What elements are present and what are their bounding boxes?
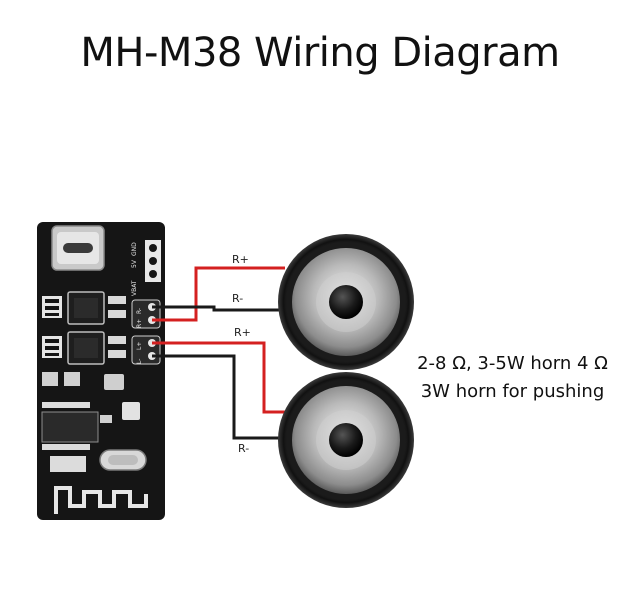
wire-label-bottom-negative: R- <box>238 442 249 455</box>
speaker-spec-line-2: 3W horn for pushing <box>420 381 605 402</box>
speaker-spec-line-1: 2-8 Ω, 3-5W horn 4 Ω <box>417 353 608 374</box>
pin-label-r-plus: R+ <box>136 319 143 328</box>
wires <box>152 266 290 440</box>
speaker-bottom-icon <box>278 372 414 508</box>
pin-label-l-plus: L+ <box>136 342 143 350</box>
smd-component <box>50 456 86 472</box>
amplifier-chips <box>42 291 126 365</box>
wire-top-positive <box>152 266 285 322</box>
pin-label-l-minus: L- <box>136 359 143 364</box>
wire-top-negative <box>152 305 290 312</box>
page-title: MH-M38 Wiring Diagram <box>80 30 560 76</box>
speaker-top-icon <box>278 234 414 370</box>
pin-label-r-minus: R- <box>136 308 143 314</box>
wire-label-top-positive: R+ <box>232 253 249 266</box>
bluetooth-chip <box>41 402 112 450</box>
smd-component <box>122 402 140 420</box>
smd-component <box>104 374 124 390</box>
wire-bottom-positive <box>152 341 290 414</box>
power-pin-label-5v: 5V <box>131 259 138 268</box>
usb-c-port-icon <box>51 225 105 271</box>
power-pin-label-vbat: VBAT <box>131 280 138 296</box>
left-output-pads: L+ L- <box>131 335 161 365</box>
power-pin-label-gnd: GND <box>131 242 138 256</box>
crystal-icon <box>99 449 147 471</box>
wire-label-top-negative: R- <box>232 292 243 305</box>
mh-m38-board: VBAT 5V GND R- R+ L+ L- <box>37 222 165 520</box>
antenna-trace-icon <box>54 486 148 514</box>
power-header: VBAT 5V GND <box>131 240 161 296</box>
smd-component <box>42 372 58 386</box>
smd-component <box>64 372 80 386</box>
wire-label-bottom-positive: R+ <box>234 326 251 339</box>
right-output-pads: R- R+ <box>131 299 161 329</box>
wire-bottom-negative <box>152 354 290 440</box>
